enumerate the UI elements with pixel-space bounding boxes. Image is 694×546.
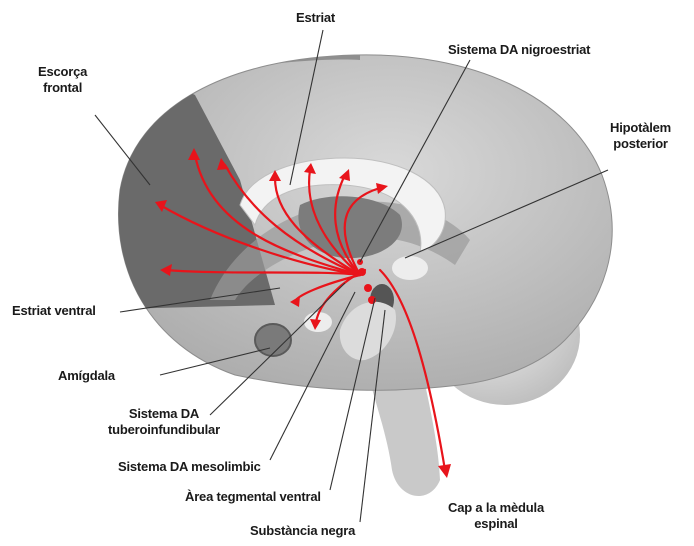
label-amygdala: Amígdala: [58, 368, 115, 384]
label-nigrostriatal: Sistema DA nigroestriat: [448, 42, 590, 58]
amygdala-shape: [255, 324, 291, 356]
label-tubero-line1: Sistema DA: [108, 406, 220, 422]
label-frontal-cortex-line2: frontal: [38, 80, 87, 96]
label-spinal-cord: Cap a la mèdula espinal: [448, 500, 544, 532]
label-ventral-striatum: Estriat ventral: [12, 303, 96, 319]
label-frontal-cortex: Escorça frontal: [38, 64, 87, 96]
label-spinal-line1: Cap a la mèdula: [448, 500, 544, 516]
label-frontal-cortex-line1: Escorça: [38, 64, 87, 80]
hypothalamus-shape: [392, 256, 428, 280]
label-hypothalamus: Hipotàlem posterior: [610, 120, 671, 152]
label-mesolimbic: Sistema DA mesolimbic: [118, 459, 261, 475]
label-hypothalamus-line2: posterior: [610, 136, 671, 152]
label-striatum: Estriat: [296, 10, 335, 26]
label-tubero-line2: tuberoinfundibular: [108, 422, 220, 438]
label-hypothalamus-line1: Hipotàlem: [610, 120, 671, 136]
label-spinal-line2: espinal: [448, 516, 544, 532]
label-tuberoinfundibular: Sistema DA tuberoinfundibular: [108, 406, 220, 438]
label-substantia-nigra: Substància negra: [250, 523, 355, 539]
label-vta: Àrea tegmental ventral: [185, 489, 321, 505]
